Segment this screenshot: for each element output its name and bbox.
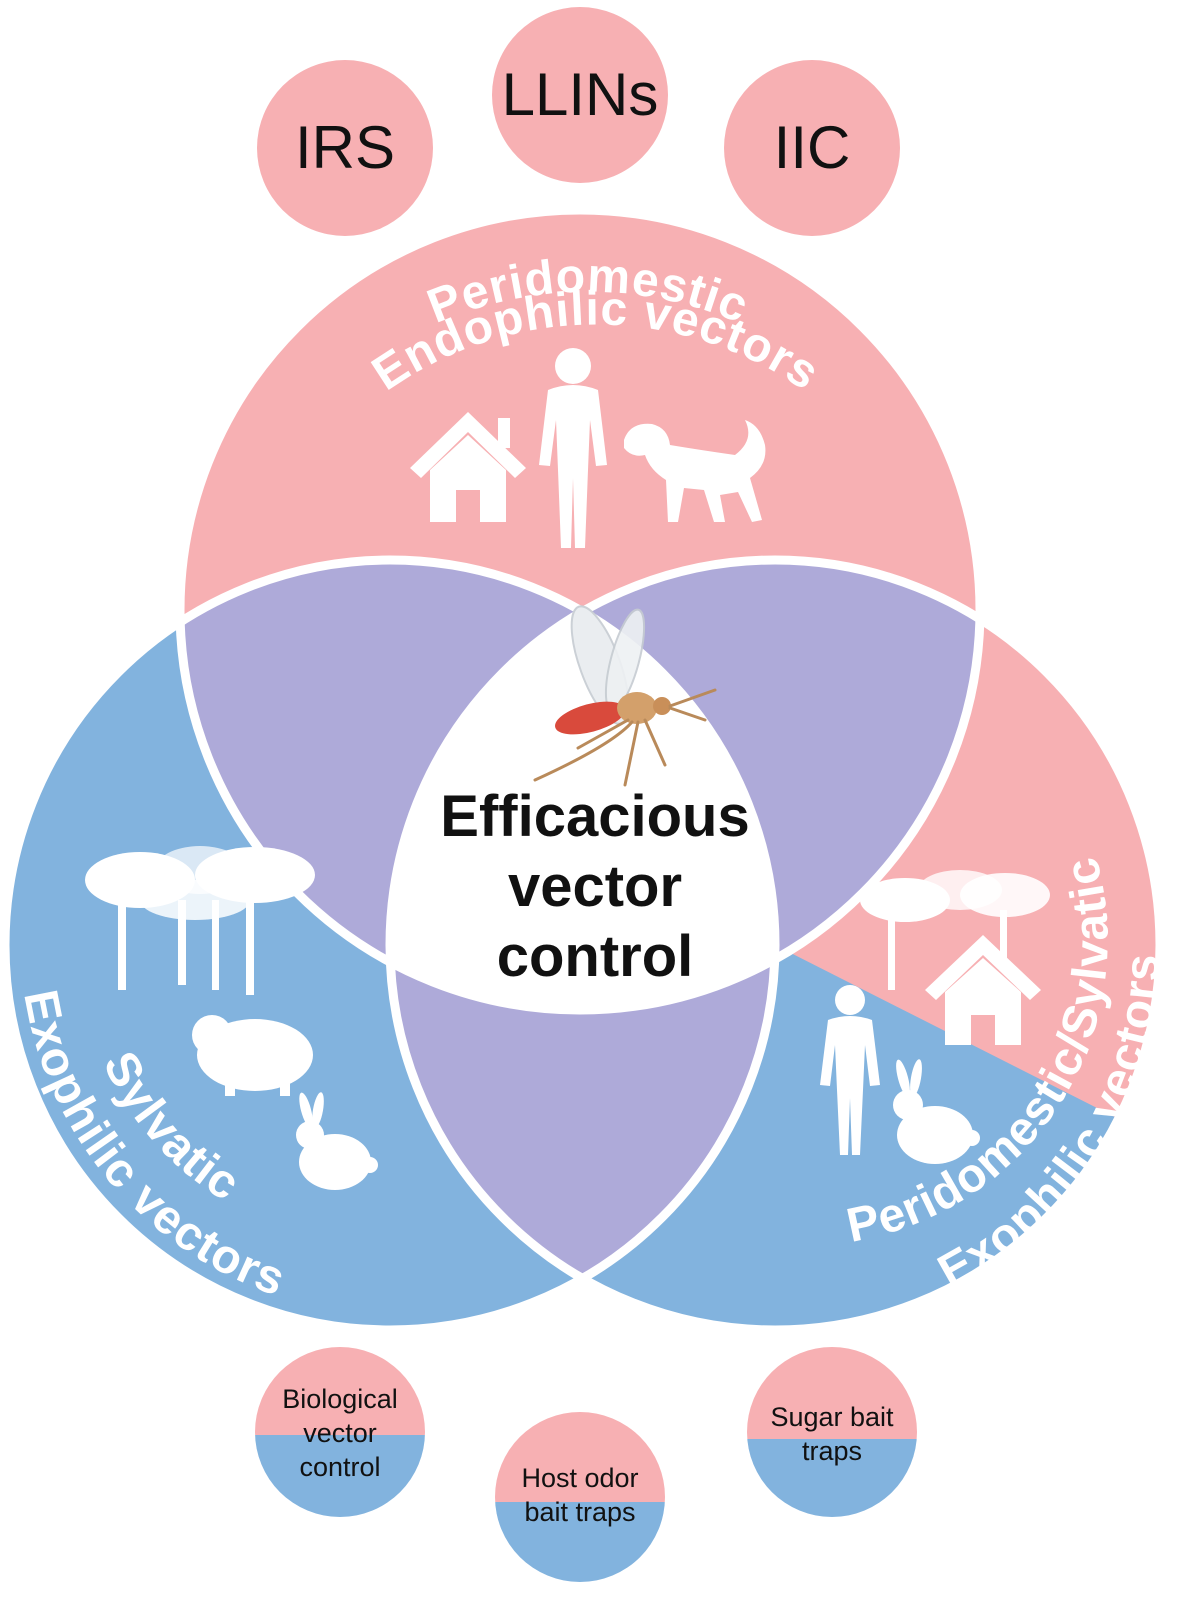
- sugar-bait-line-2: traps: [802, 1436, 862, 1466]
- top-intervention-llins: LLINs: [492, 7, 668, 183]
- house-icon: [410, 412, 526, 522]
- person-icon-right: [820, 985, 880, 1155]
- center-line-1: Efficacious: [440, 784, 749, 849]
- host-odor-line-2: bait traps: [524, 1497, 635, 1527]
- biological-line-2: vector: [303, 1418, 377, 1448]
- rabbit-icon: [296, 1092, 378, 1190]
- dog-icon: [624, 420, 766, 522]
- trees-icon-right: [860, 870, 1050, 990]
- center-line-2: vector: [508, 854, 682, 919]
- center-line-3: control: [497, 924, 694, 989]
- bottom-intervention-sugar-bait: Sugar bait traps: [747, 1347, 917, 1517]
- biological-line-1: Biological: [282, 1384, 398, 1414]
- house-icon-right: [925, 935, 1041, 1045]
- sugar-bait-line-1: Sugar bait: [770, 1402, 894, 1432]
- llins-label: LLINs: [502, 61, 659, 128]
- biological-line-3: control: [299, 1452, 380, 1482]
- bottom-intervention-biological: Biological vector control: [255, 1347, 425, 1517]
- person-icon: [539, 348, 607, 548]
- iic-label: IIC: [774, 114, 851, 181]
- irs-label: IRS: [295, 114, 395, 181]
- rabbit-icon-right: [893, 1059, 980, 1164]
- mosquito-icon: [533, 605, 717, 787]
- trees-icon: [85, 846, 315, 995]
- top-intervention-iic: IIC: [724, 60, 900, 236]
- circle-dividers: [0, 205, 1165, 1335]
- host-odor-line-1: Host odor: [521, 1463, 638, 1493]
- guinea-pig-icon: [192, 1015, 313, 1096]
- bottom-intervention-host-odor: Host odor bait traps: [495, 1412, 665, 1582]
- top-intervention-irs: IRS: [257, 60, 433, 236]
